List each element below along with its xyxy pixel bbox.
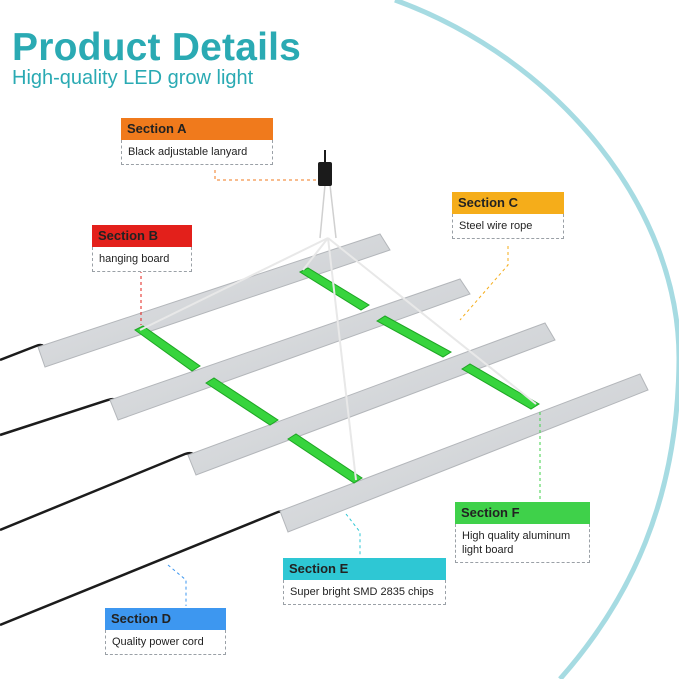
callout-section-c: Section C Steel wire rope <box>452 192 564 239</box>
steel-wire-4 <box>302 237 329 271</box>
callout-section-c-title: Section C <box>452 192 564 214</box>
light-board-2 <box>109 278 471 421</box>
steel-wire-3 <box>327 237 537 405</box>
steel-wire-5 <box>319 184 326 239</box>
power-cord-2 <box>0 397 122 437</box>
hanging-bracket-5 <box>287 433 363 484</box>
callout-section-b: Section B hanging board <box>92 225 192 272</box>
callout-section-b-title: Section B <box>92 225 192 247</box>
connector-a <box>214 170 316 181</box>
steel-wire-2 <box>327 237 357 481</box>
hanging-bracket-6 <box>461 363 540 410</box>
callout-section-d-title: Section D <box>105 608 226 630</box>
page-subtitle: High-quality LED grow light <box>12 67 254 89</box>
connector-d <box>167 564 187 606</box>
callout-section-f-description: High quality aluminum light board <box>455 524 590 563</box>
steel-wire-1 <box>139 237 329 331</box>
callout-section-f: Section F High quality aluminum light bo… <box>455 502 590 563</box>
callout-section-b-description: hanging board <box>92 247 192 272</box>
hanging-bracket-1 <box>134 325 201 372</box>
callout-section-f-title: Section F <box>455 502 590 524</box>
hanging-bracket-3 <box>205 377 279 426</box>
lanyard-clip-icon <box>318 150 332 186</box>
callout-section-a-title: Section A <box>121 118 273 140</box>
callout-section-e-title: Section E <box>283 558 446 580</box>
light-board-3 <box>187 322 556 476</box>
callout-section-d: Section D Quality power cord <box>105 608 226 655</box>
callout-section-a: Section A Black adjustable lanyard <box>121 118 273 165</box>
callout-section-a-description: Black adjustable lanyard <box>121 140 273 165</box>
callout-section-c-description: Steel wire rope <box>452 214 564 239</box>
callout-section-e-description: Super bright SMD 2835 chips <box>283 580 446 605</box>
connector-e <box>345 513 361 556</box>
power-cord-3 <box>0 451 200 532</box>
steel-wire-6 <box>329 184 337 239</box>
decorative-arc <box>394 0 679 679</box>
callout-section-e: Section E Super bright SMD 2835 chips <box>283 558 446 605</box>
page-title: Product Details <box>12 26 302 69</box>
connector-c <box>459 246 509 321</box>
callout-section-d-description: Quality power cord <box>105 630 226 655</box>
light-board-4 <box>279 373 649 533</box>
light-board-1 <box>37 233 391 368</box>
hanging-bracket-4 <box>376 315 452 358</box>
